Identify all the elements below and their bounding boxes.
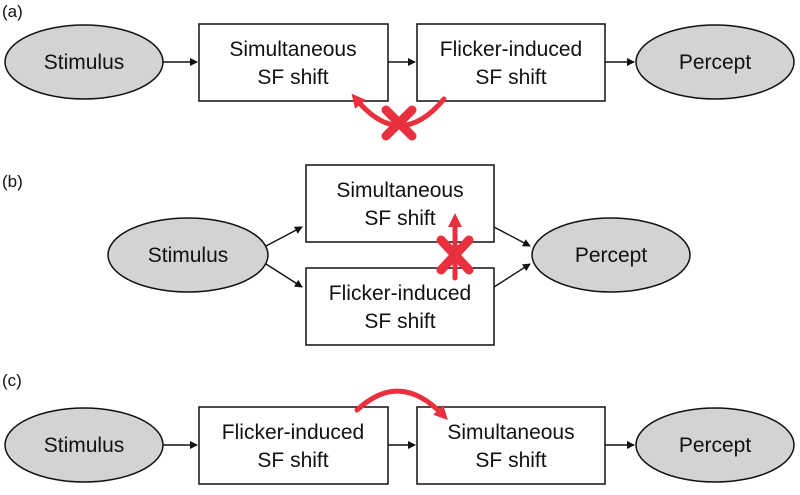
panel-a-label: (a)	[2, 2, 23, 21]
flicker-box-b	[305, 267, 495, 346]
stimulus-label-b: Stimulus	[148, 244, 229, 267]
influence-arrow-c	[354, 388, 448, 421]
panel-c-label: (c)	[2, 371, 22, 390]
panel-b: (b) Stimulus Simultaneous SF shift Flick…	[2, 164, 691, 346]
simultaneous-sub-b: SF shift	[364, 207, 435, 230]
simultaneous-box-b	[305, 164, 495, 243]
block-cross-b-icon	[436, 235, 474, 275]
stimulus-label-c: Stimulus	[44, 434, 125, 457]
simultaneous-label-b: Simultaneous	[336, 179, 463, 202]
panel-c: (c) Stimulus Flicker-induced SF shift Si…	[2, 371, 795, 485]
percept-node-c	[635, 407, 795, 483]
percept-label-b: Percept	[575, 244, 648, 267]
stimulus-node-b	[107, 217, 269, 293]
panel-b-label: (b)	[2, 172, 23, 191]
simultaneous-label-a: Simultaneous	[229, 38, 356, 61]
arrow-stimulus-to-flicker-b	[265, 263, 303, 288]
simultaneous-box-c	[416, 406, 606, 485]
percept-label-a: Percept	[679, 51, 752, 74]
panel-a: (a) Stimulus Simultaneous SF shift Flick…	[2, 2, 795, 141]
simultaneous-box-a	[198, 23, 389, 102]
arrow-flicker-to-percept-b	[493, 263, 531, 288]
arrow-stimulus-to-simultaneous-b	[265, 226, 303, 247]
simultaneous-label-c: Simultaneous	[447, 421, 574, 444]
percept-node-a	[635, 24, 795, 100]
percept-node-b	[531, 217, 691, 293]
flicker-sub-c: SF shift	[257, 449, 328, 472]
flicker-label-c: Flicker-induced	[222, 421, 364, 444]
percept-label-c: Percept	[679, 434, 752, 457]
simultaneous-sub-c: SF shift	[475, 449, 546, 472]
flicker-label-a: Flicker-induced	[440, 38, 582, 61]
simultaneous-sub-a: SF shift	[257, 66, 328, 89]
flicker-label-b: Flicker-induced	[329, 282, 471, 305]
flicker-sub-b: SF shift	[364, 310, 435, 333]
flicker-box-c	[198, 406, 389, 485]
block-cross-a-icon	[381, 105, 417, 141]
flicker-sub-a: SF shift	[475, 66, 546, 89]
arrow-simultaneous-to-percept-b	[493, 226, 531, 247]
flicker-box-a	[416, 23, 606, 102]
stimulus-label-a: Stimulus	[44, 51, 125, 74]
